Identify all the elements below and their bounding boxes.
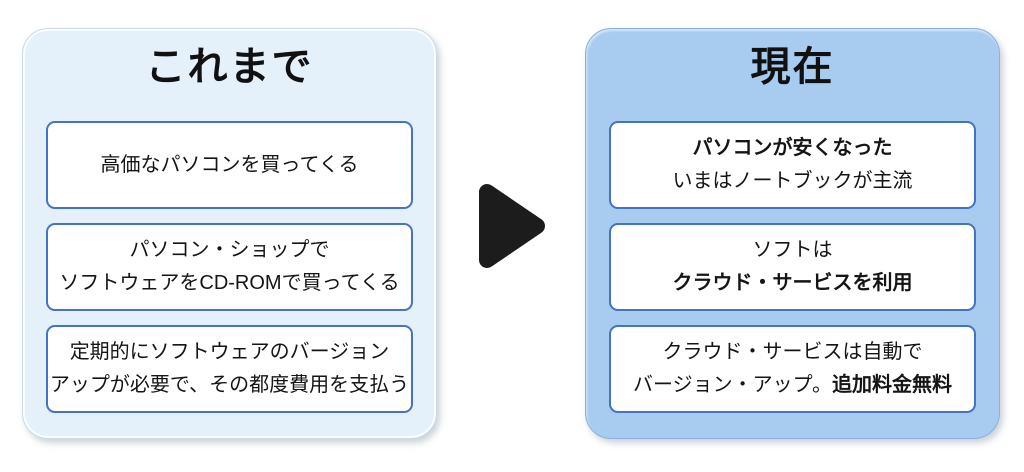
now-box-3-line-2: バージョン・アップ。追加料金無料 xyxy=(633,369,952,402)
now-box-1-line-1: パソコンが安くなった xyxy=(692,137,893,159)
before-box-2-line-1: パソコン・ショップで xyxy=(129,239,330,261)
panel-now-title: 現在 xyxy=(750,45,835,89)
before-box-3-line-1: 定期的にソフトウェアのバージョン xyxy=(69,341,390,363)
now-box-2: ソフトは クラウド・サービスを利用 xyxy=(609,223,976,311)
now-box-3-line-1: クラウド・サービスは自動で xyxy=(662,341,923,363)
now-box-2-line-1: ソフトは xyxy=(752,239,833,261)
now-box-3-line-2-bold: 追加料金無料 xyxy=(832,374,952,396)
now-box-2-line-2: クラウド・サービスを利用 xyxy=(672,272,913,294)
before-box-3-line-2: アップが必要で、その都度費用を支払う xyxy=(49,374,410,396)
before-box-1-line-1: 高価なパソコンを買ってくる xyxy=(100,153,359,176)
before-box-1: 高価なパソコンを買ってくる xyxy=(46,121,413,209)
now-box-3-line-2-regular: バージョン・アップ。 xyxy=(633,374,832,396)
panel-before-boxes: 高価なパソコンを買ってくる パソコン・ショップで ソフトウェアをCD-ROMで買… xyxy=(46,121,413,413)
panel-now-boxes: パソコンが安くなった いまはノートブックが主流 ソフトは クラウド・サービスを利… xyxy=(609,121,976,413)
before-box-2: パソコン・ショップで ソフトウェアをCD-ROMで買ってくる xyxy=(46,223,413,311)
transition-arrow xyxy=(477,182,547,270)
now-box-1: パソコンが安くなった いまはノートブックが主流 xyxy=(609,121,976,209)
before-box-3: 定期的にソフトウェアのバージョン アップが必要で、その都度費用を支払う xyxy=(46,325,413,413)
panel-now: 現在 パソコンが安くなった いまはノートブックが主流 ソフトは クラウド・サービ… xyxy=(585,28,1000,439)
panel-before: これまで 高価なパソコンを買ってくる パソコン・ショップで ソフトウェアをCD-… xyxy=(22,28,437,439)
right-triangle-icon xyxy=(479,184,545,268)
now-box-3: クラウド・サービスは自動で バージョン・アップ。追加料金無料 xyxy=(609,325,976,413)
panel-before-title: これまで xyxy=(145,45,314,89)
before-box-2-line-2: ソフトウェアをCD-ROMで買ってくる xyxy=(59,272,400,294)
now-box-1-line-2: いまはノートブックが主流 xyxy=(672,170,913,192)
